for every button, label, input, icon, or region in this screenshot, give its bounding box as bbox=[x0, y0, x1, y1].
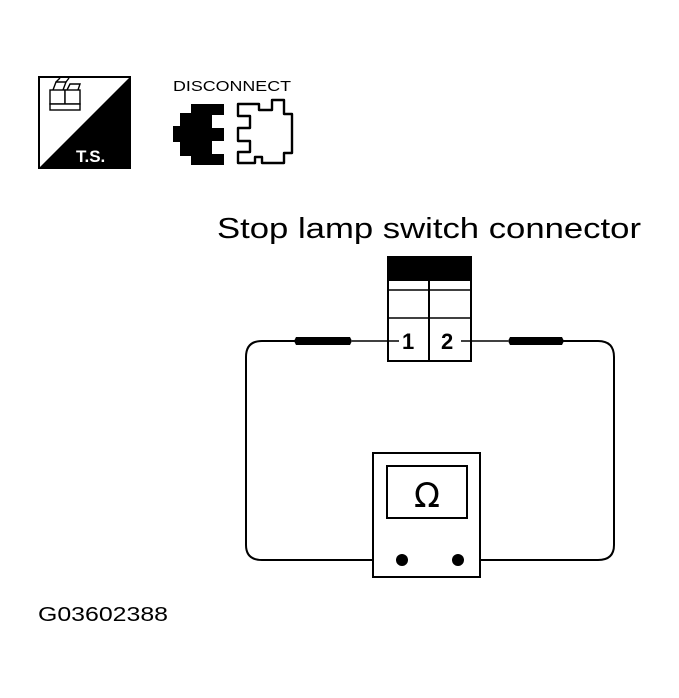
right-test-lead bbox=[458, 340, 615, 561]
disconnect-connector-icon: DISCONNECT bbox=[173, 78, 294, 165]
ohm-symbol: Ω bbox=[414, 476, 440, 516]
figure-code: G03602388 bbox=[38, 604, 168, 626]
diagram-title: Stop lamp switch connector bbox=[217, 213, 641, 245]
test-leads bbox=[245, 340, 615, 561]
connector-pin-2: 2 bbox=[441, 329, 453, 354]
connector-male-half-icon bbox=[173, 104, 224, 165]
connector-sketch-icon bbox=[49, 77, 81, 111]
left-probe bbox=[294, 337, 399, 345]
disconnect-label: DISCONNECT bbox=[173, 78, 291, 95]
right-probe bbox=[461, 337, 564, 345]
connector-female-half-icon bbox=[236, 98, 294, 165]
meter-display bbox=[386, 465, 468, 519]
test-station-icon: T.S. bbox=[38, 76, 131, 169]
stop-lamp-switch-connector: 1 2 bbox=[387, 256, 472, 362]
connector-pin-1: 1 bbox=[402, 329, 414, 354]
test-icon-label: T.S. bbox=[76, 147, 105, 166]
left-test-lead bbox=[245, 340, 402, 561]
ohmmeter-icon: Ω bbox=[372, 452, 481, 578]
meter-terminal-left bbox=[396, 554, 408, 566]
meter-terminal-right bbox=[452, 554, 464, 566]
